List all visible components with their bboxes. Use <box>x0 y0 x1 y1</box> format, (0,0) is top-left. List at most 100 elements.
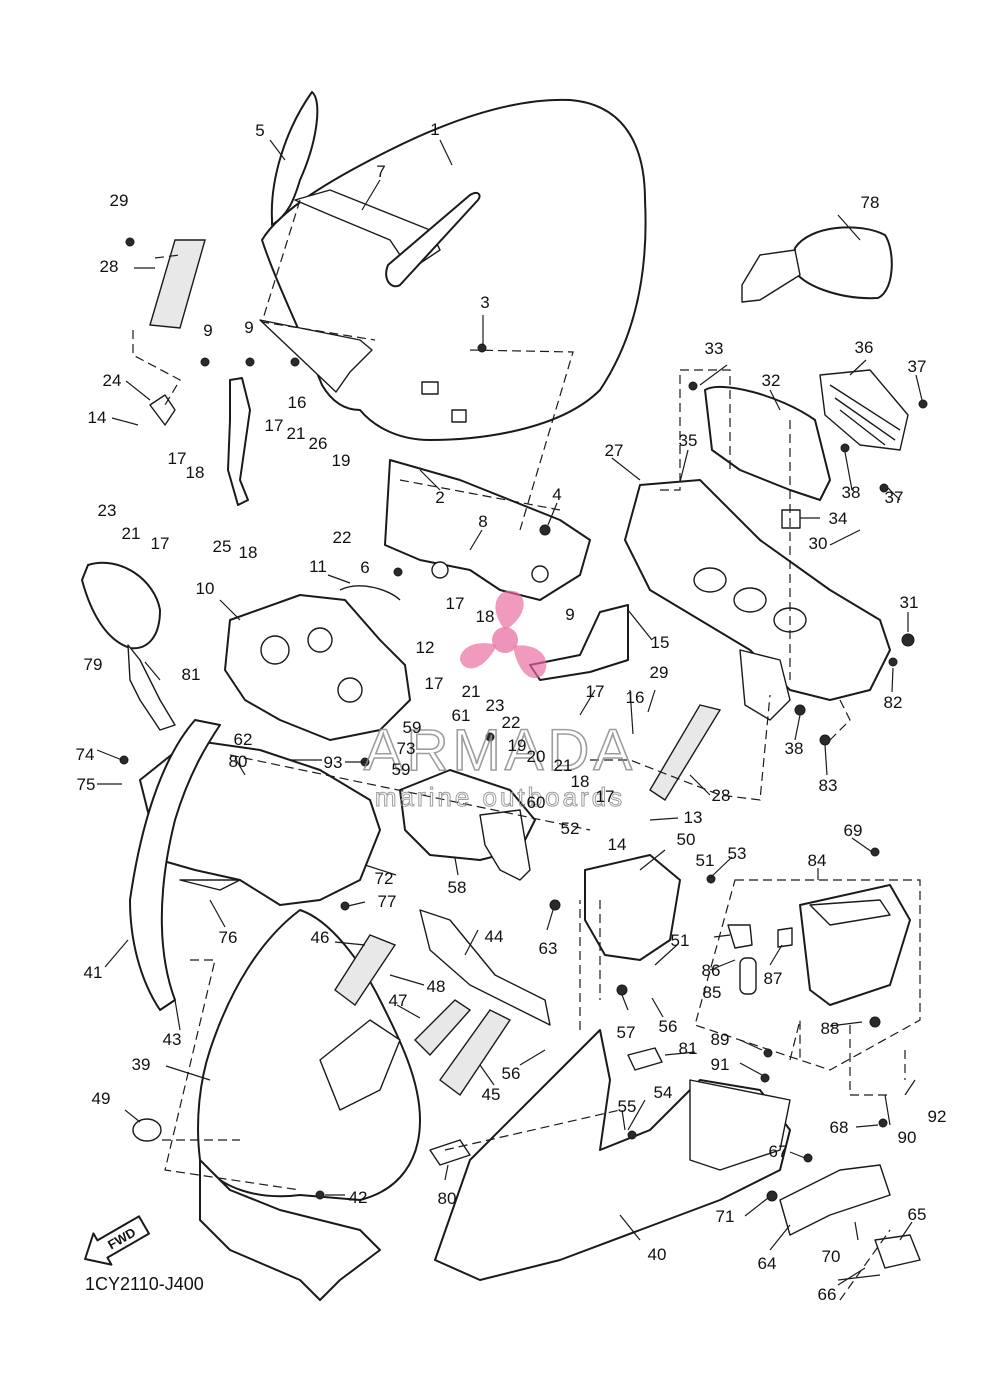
callout-25: 25 <box>213 537 232 556</box>
part-stay-hole <box>693 567 727 593</box>
part-holder <box>727 924 753 949</box>
callout-24: 24 <box>103 371 122 390</box>
callout-34: 34 <box>829 509 848 528</box>
callout-82: 82 <box>884 693 903 712</box>
callout-27: 27 <box>605 441 624 460</box>
fastener-9 <box>200 357 210 367</box>
callout-31: 31 <box>900 593 919 612</box>
callout-77: 77 <box>378 892 397 911</box>
callout-52: 52 <box>561 819 580 838</box>
callout-63: 63 <box>539 939 558 958</box>
callout-23: 23 <box>486 696 505 715</box>
callout-14: 14 <box>88 408 107 427</box>
fastener-67 <box>803 1153 813 1163</box>
part-windscreen-lower <box>259 319 373 393</box>
part-bracket <box>149 394 176 426</box>
callout-20: 20 <box>527 747 546 766</box>
callout-21: 21 <box>122 524 141 543</box>
callout-41: 41 <box>84 963 103 982</box>
callout-83: 83 <box>819 776 838 795</box>
part-bracket-76 <box>179 879 241 891</box>
part-meter-gauge <box>307 627 333 653</box>
part-meter-assembly <box>224 594 411 741</box>
fastener-88 <box>869 1016 881 1028</box>
fastener-38 <box>840 443 850 453</box>
callout-14: 14 <box>608 835 627 854</box>
leader-lines <box>96 139 923 1286</box>
callout-29: 29 <box>650 663 669 682</box>
part-mirror-right <box>792 226 893 300</box>
callout-93: 93 <box>324 753 343 772</box>
parts-layer <box>81 91 928 1301</box>
callout-64: 64 <box>758 1254 777 1273</box>
part-front-cowl-lower <box>199 1159 381 1301</box>
fastener-74 <box>119 755 129 765</box>
callout-21: 21 <box>462 682 481 701</box>
callout-74: 74 <box>76 745 95 764</box>
fastener-82 <box>888 657 898 667</box>
part-meter-gauge <box>260 635 290 665</box>
part-stay-lower <box>739 649 791 721</box>
callout-72: 72 <box>375 869 394 888</box>
fastener-61 <box>485 732 495 742</box>
callout-18: 18 <box>186 463 205 482</box>
callout-18: 18 <box>571 772 590 791</box>
callout-32: 32 <box>762 371 781 390</box>
callout-67: 67 <box>769 1142 788 1161</box>
part-bracket-65 <box>874 1234 921 1269</box>
part-mirror-left-stem <box>127 644 176 731</box>
watermark-tagline: marine outboards <box>375 782 625 812</box>
fastener-38 <box>794 704 806 716</box>
callout-23: 23 <box>98 501 117 520</box>
callout-17: 17 <box>425 674 444 693</box>
callout-81: 81 <box>679 1039 698 1058</box>
part-duct-45 <box>439 1009 512 1097</box>
part-hole <box>451 409 467 423</box>
callout-51: 51 <box>671 931 690 950</box>
callout-17: 17 <box>446 594 465 613</box>
callout-70: 70 <box>822 1247 841 1266</box>
fastener-4 <box>539 524 551 536</box>
part-cable <box>339 585 401 601</box>
part-duct-47 <box>414 999 472 1057</box>
callout-85: 85 <box>703 983 722 1002</box>
part-stay-left <box>227 377 251 506</box>
callout-80: 80 <box>438 1189 457 1208</box>
callout-50: 50 <box>677 830 696 849</box>
part-lock-cylinder <box>739 957 757 995</box>
fastener-6 <box>393 567 403 577</box>
callout-37: 37 <box>885 488 904 507</box>
part-windscreen <box>261 98 647 441</box>
fastener-16 <box>290 357 300 367</box>
callout-66: 66 <box>818 1285 837 1304</box>
watermark: ARMADA marine outboards <box>363 590 636 813</box>
callout-60: 60 <box>527 793 546 812</box>
watermark-brand: ARMADA <box>364 718 636 783</box>
part-panel-right <box>584 854 681 961</box>
part-inner-bracket <box>384 459 591 601</box>
part-grommet-81 <box>627 1047 663 1071</box>
callout-89: 89 <box>711 1030 730 1049</box>
callout-26: 26 <box>309 434 328 453</box>
callout-17: 17 <box>586 682 605 701</box>
part-trim-left <box>149 239 206 329</box>
part-deflector-bracket <box>294 189 441 271</box>
callout-55: 55 <box>618 1097 637 1116</box>
callout-39: 39 <box>132 1055 151 1074</box>
callout-53: 53 <box>728 844 747 863</box>
callout-16: 16 <box>626 688 645 707</box>
part-mirror-right-stem <box>741 249 801 303</box>
callout-4: 4 <box>552 485 561 504</box>
part-intake <box>319 1019 401 1111</box>
part-duct-46 <box>334 934 397 1007</box>
callout-22: 22 <box>333 528 352 547</box>
fastener-68 <box>878 1118 888 1128</box>
callout-18: 18 <box>476 607 495 626</box>
part-meter-gauge <box>337 677 363 703</box>
callout-59: 59 <box>403 718 422 737</box>
callout-6: 6 <box>360 558 369 577</box>
callout-91: 91 <box>711 1055 730 1074</box>
callout-37: 37 <box>908 357 927 376</box>
